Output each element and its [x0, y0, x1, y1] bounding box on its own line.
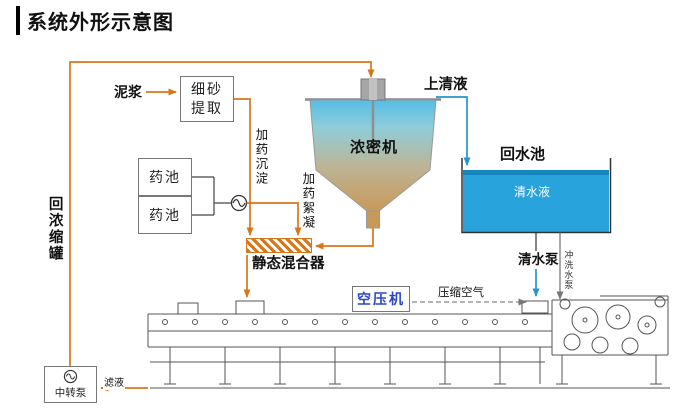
return-concentrate-tank-label: 回浓缩罐: [46, 196, 63, 262]
pump-icon: [63, 369, 78, 384]
dosing-flocculation-label: 加药絮凝: [300, 172, 315, 230]
clear-water-label: 清水液: [514, 185, 551, 199]
sand-extraction-label: 细砂提取: [191, 81, 223, 116]
thickener-label: 浓密机: [350, 139, 399, 156]
chemical-dosing-lines: [192, 176, 231, 216]
mud-label: 泥浆: [114, 84, 142, 100]
compressed-air-label: 压缩空气: [438, 287, 484, 299]
chemical-pool-2-box: 药池: [138, 196, 192, 234]
belt-filter-press: [147, 295, 670, 389]
pump-icon: [230, 194, 248, 212]
transfer-pump-box: 中转泵: [44, 366, 97, 403]
air-compressor-box: 空压机: [352, 286, 410, 312]
slurry-flow-lines: [69, 61, 375, 392]
dosing-sedimentation-label: 加药沉淀: [253, 128, 268, 186]
clear-water-pump-label: 清水泵: [518, 252, 559, 267]
static-mixer-label: 静态混合器: [252, 256, 325, 272]
static-mixer-block: [246, 238, 312, 253]
transfer-pump-label: 中转泵: [54, 387, 87, 399]
wash-pump-label: 冲洗水泵: [563, 250, 574, 290]
chemical-pool-1-box: 药池: [138, 158, 192, 196]
thickener-tank: [305, 78, 441, 229]
return-pool-label: 回水池: [500, 146, 546, 163]
page-title: 系统外形示意图: [16, 6, 174, 35]
sand-extraction-box: 细砂提取: [180, 76, 234, 122]
supernatant-label: 上清液: [424, 77, 468, 93]
water-flow-lines: [436, 96, 564, 300]
filtrate-label: 滤液: [103, 378, 125, 390]
return-water-pool: [461, 158, 612, 234]
